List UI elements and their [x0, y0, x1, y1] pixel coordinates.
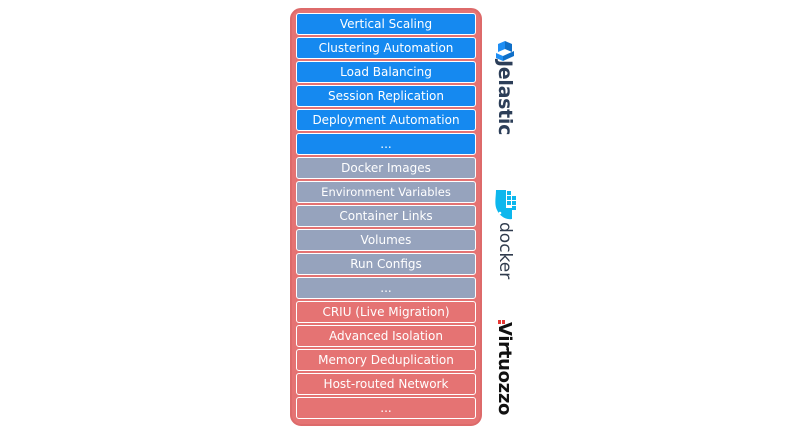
- docker-whale-icon: [495, 190, 516, 220]
- docker-layer-volumes: Volumes: [296, 229, 476, 251]
- docker-layer-container-links: Container Links: [296, 205, 476, 227]
- docker-layer-more: ...: [296, 277, 476, 299]
- virtuozzo-layer-advanced-isolation: Advanced Isolation: [296, 325, 476, 347]
- virtuozzo-layer-memory-deduplication: Memory Deduplication: [296, 349, 476, 371]
- jelastic-layer-session-replication: Session Replication: [296, 85, 476, 107]
- jelastic-layer-deployment-automation: Deployment Automation: [296, 109, 476, 131]
- jelastic-layer-vertical-scaling: Vertical Scaling: [296, 13, 476, 35]
- docker-layer-environment-variables: Environment Variables: [296, 181, 476, 203]
- jelastic-layer-clustering-automation: Clustering Automation: [296, 37, 476, 59]
- technology-stack: Vertical Scaling Clustering Automation L…: [290, 8, 482, 426]
- virtuozzo-wordmark: Virtuozzo: [494, 322, 515, 416]
- virtuozzo-layer-criu: CRIU (Live Migration): [296, 301, 476, 323]
- jelastic-logo-icon: [496, 41, 514, 61]
- jelastic-layer-more: ...: [296, 133, 476, 155]
- virtuozzo-mark-icon: [498, 320, 505, 324]
- jelastic-wordmark: Jelastic: [494, 60, 516, 136]
- docker-layer-run-configs: Run Configs: [296, 253, 476, 275]
- virtuozzo-layer-more: ...: [296, 397, 476, 419]
- docker-layer-docker-images: Docker Images: [296, 157, 476, 179]
- docker-wordmark: docker: [495, 222, 515, 280]
- virtuozzo-layer-host-routed-network: Host-routed Network: [296, 373, 476, 395]
- jelastic-layer-load-balancing: Load Balancing: [296, 61, 476, 83]
